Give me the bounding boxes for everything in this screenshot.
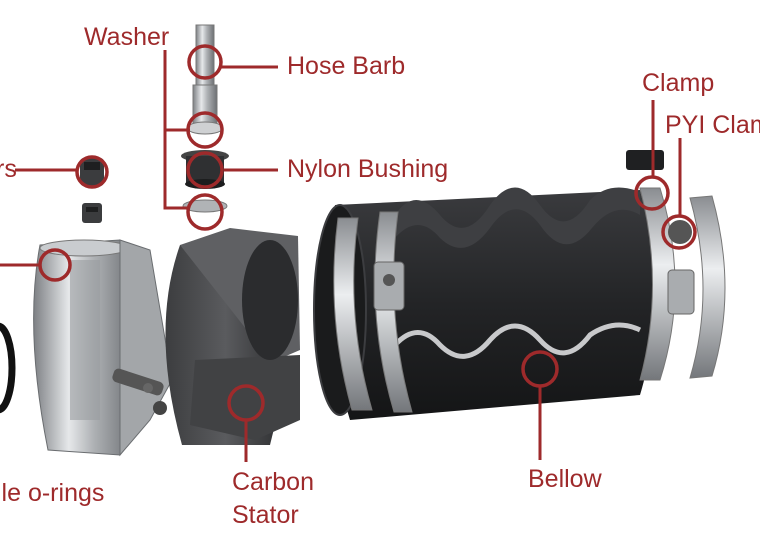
label-clamp: Clamp [642, 69, 715, 97]
hose-barb-callout [187, 44, 223, 80]
leader-lines [0, 50, 682, 462]
rotor-collar [33, 239, 173, 457]
label-carbon-stator-line2: Stator [232, 501, 299, 529]
set-screws-callout [75, 155, 109, 189]
collar-callout [38, 248, 72, 282]
set-screws [80, 158, 104, 223]
label-pyi-clamp: PYI Clam [665, 111, 760, 139]
label-washer: Washer [84, 23, 170, 51]
label-nitrile-o-rings: ile o-rings [0, 479, 105, 507]
bellow-callout [521, 350, 559, 388]
nitrile-o-ring [0, 322, 16, 414]
hose-clamp-left [333, 211, 413, 413]
washer-upper-callout [186, 111, 224, 149]
label-hose-barb: Hose Barb [287, 52, 406, 80]
hose-clamp-right [626, 150, 726, 381]
hose-barb-stack [181, 24, 229, 213]
label-bellow: Bellow [528, 465, 602, 493]
nylon-bushing-callout [186, 151, 224, 189]
label-set-screws: rs [0, 155, 17, 183]
clamp-callout [634, 175, 670, 211]
label-carbon-stator-line1: Carbon [232, 468, 314, 496]
pyi-clamp-callout [661, 214, 697, 250]
callout-circles [38, 44, 697, 422]
washer-leader-lower [163, 130, 190, 210]
washer-leader-upper [163, 50, 190, 132]
label-nylon-bushing: Nylon Bushing [287, 155, 449, 183]
carbon-stator [165, 228, 300, 445]
carbon-stator-callout [227, 384, 265, 422]
washer-lower-callout [186, 193, 224, 231]
